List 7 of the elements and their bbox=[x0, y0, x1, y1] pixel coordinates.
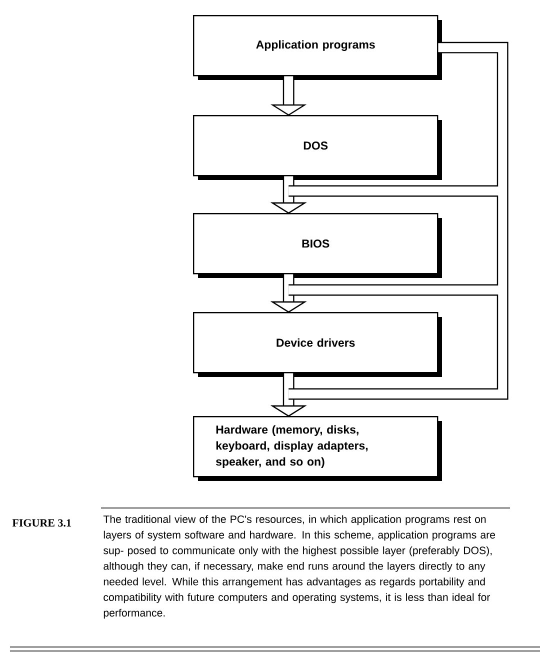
layer-box: Hardware (memory, disks, keyboard, display adapters, speaker, and so on) bbox=[193, 416, 442, 481]
figure-label: FIGURE 3.1 bbox=[12, 519, 71, 527]
layer-box: Device drivers bbox=[193, 312, 442, 377]
layer-box: Application programs bbox=[193, 15, 442, 80]
layer-box: DOS bbox=[193, 115, 442, 180]
layer-box: BIOS bbox=[193, 213, 442, 278]
caption: The traditional view of the PC's resources, in which application programs rest on layers of system software and hardware. In this scheme, application programs are sup- posed to communicate only with the highest possible layer (preferably DOS), although they can, if necessary, make end runs around the layers directly to any needed level. While this arrangement has advantages as regards portability and compatibility with future computers and operating systems, it is less than ideal for performance. bbox=[103, 515, 496, 619]
